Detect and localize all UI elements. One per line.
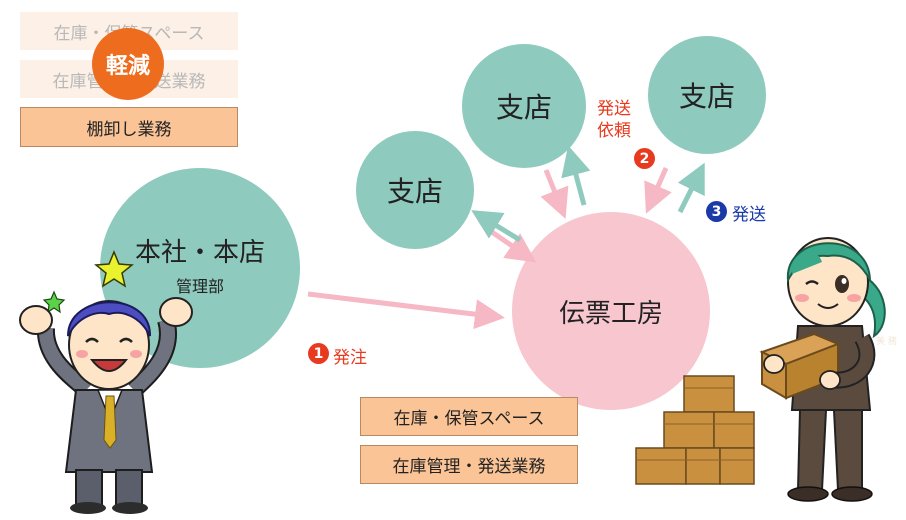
step-3-label: 発送: [732, 205, 766, 225]
arm-patch-label: 美 務: [876, 335, 897, 347]
cardboard-box-stack: [635, 375, 755, 485]
warehouse-staff-illustration: 美 務: [759, 237, 897, 502]
arrow-right-branch-out: [677, 162, 705, 214]
outsourced-item-inventory-shipping: 在庫管理・発送業務: [360, 445, 578, 484]
arrow-right-branch-in: [644, 166, 672, 214]
businessman-illustration: [19, 250, 193, 514]
arrow-middle-branch-in: [540, 169, 569, 219]
step-2-marker: 2: [634, 148, 655, 169]
reduce-badge: 軽減: [92, 28, 164, 100]
star-icon: [42, 290, 66, 314]
branch-node-right: 支店: [648, 36, 766, 154]
step-1-label: 発注: [333, 348, 367, 368]
step-1-marker: 1: [308, 343, 329, 364]
star-icon: [94, 250, 134, 288]
step-2-label-line2: 依頼: [597, 121, 631, 141]
center-node-denpyo-kobo: 伝票工房: [512, 212, 710, 410]
hq-title: 本社・本店: [134, 237, 265, 268]
reduced-item-stocktaking: 棚卸し業務: [20, 107, 238, 147]
hq-subtitle: 管理部: [175, 276, 224, 296]
arrow-middle-branch-out: [561, 145, 591, 206]
outsourced-item-storage: 在庫・保管スペース: [360, 397, 578, 436]
step-2-label: 発送 依頼: [597, 98, 631, 142]
arrow-left-branch-out: [471, 210, 522, 243]
arrow-order: [307, 291, 505, 330]
step-3-marker: 3: [706, 201, 727, 222]
step-2-label-line1: 発送: [597, 99, 631, 119]
hq-node: 本社・本店 管理部: [100, 168, 300, 368]
branch-node-left: 支店: [356, 131, 474, 249]
